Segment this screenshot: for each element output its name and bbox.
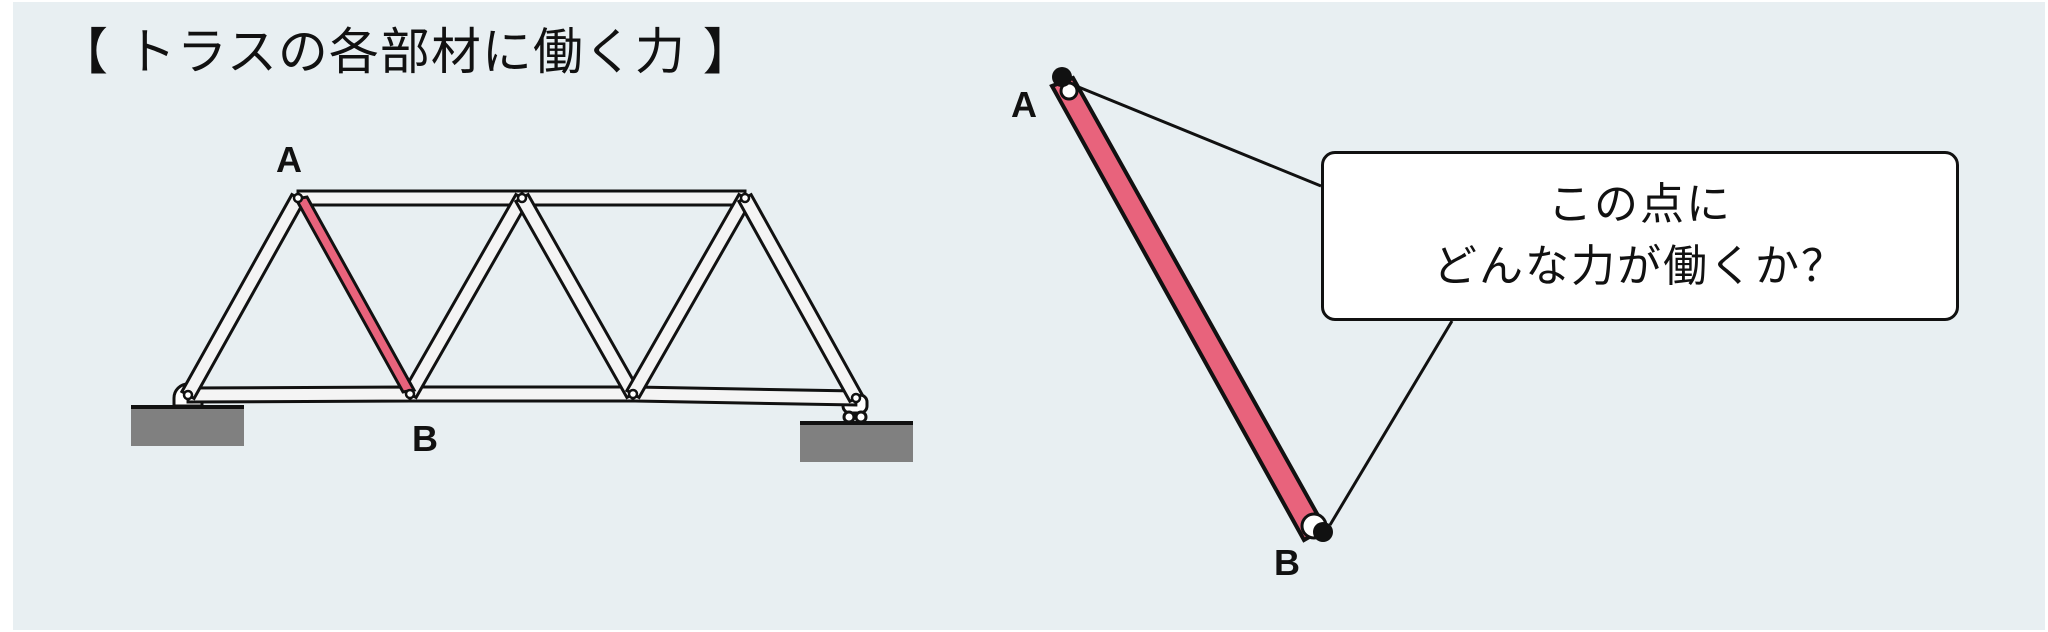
truss-member-end-post-right [736,192,865,404]
truss-label-a: A [276,139,302,180]
highlighted-member-ab [293,195,417,394]
callout-leader-top [1075,84,1322,188]
truss-member-bottom-chord-2 [408,385,635,403]
question-callout: この点に どんな力が働くか？ [1321,151,1959,321]
truss-joint-p3 [516,192,528,204]
callout-line-2: どんな力が働くか？ [1433,241,1847,292]
member-label-b: B [1274,542,1300,583]
truss-member-diagonal-3 [513,192,642,400]
truss-member-diagonal-2 [401,192,531,400]
ground-left [131,405,244,446]
truss-members [179,189,865,407]
truss-joint-p0 [182,389,194,401]
member-bar [1049,75,1328,543]
truss-member-diagonal-4 [624,192,754,400]
truss-joint-p6 [850,392,862,404]
truss-member-top-chord-2 [520,189,747,207]
force-point-a [1052,67,1072,87]
truss-member-bottom-chord-3 [631,385,858,407]
member-label-a: A [1011,84,1037,125]
truss-joint-p4 [627,388,639,400]
truss-joint-p1 [292,192,304,204]
page-title: 【 トラスの各部材に働く力 】 [58,23,754,81]
truss-joint-p2 [404,388,416,400]
truss-structure: A B [131,139,913,462]
force-point-b [1313,522,1333,542]
truss-joint-p5 [739,192,751,204]
ground-right [800,421,913,462]
callout-line-1: この点に [1548,179,1732,230]
callout-leader-bottom [1328,320,1454,526]
truss-joints [182,192,862,404]
truss-member-top-chord-1 [296,189,524,207]
truss-member-end-post-left [179,192,307,401]
truss-label-b: B [412,418,438,459]
isolated-member: A B [1011,67,1454,583]
truss-member-bottom-chord-1 [186,385,412,404]
